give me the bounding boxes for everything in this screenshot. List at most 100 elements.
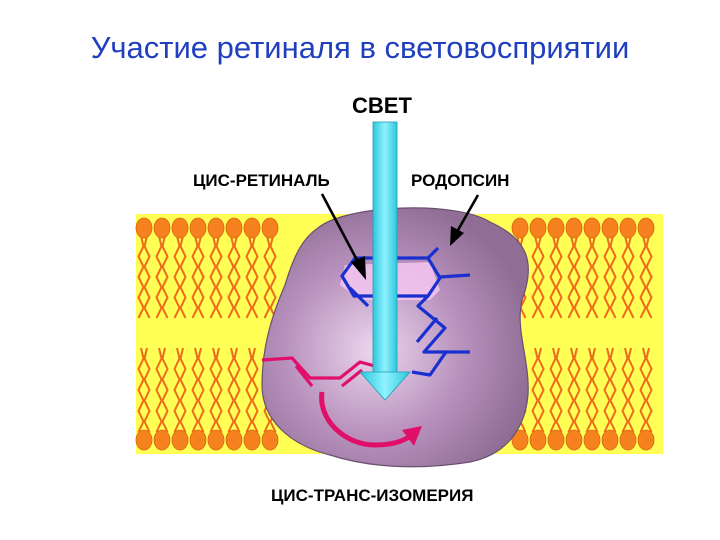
lipid-head [243, 429, 261, 451]
lipid-head [601, 429, 619, 451]
lipid-head [565, 429, 583, 451]
lipid-tail [233, 235, 241, 319]
lipid-head [243, 217, 261, 239]
lipid-tail [531, 235, 539, 319]
lipid-head [189, 429, 207, 451]
lipid-tail [173, 235, 181, 319]
lipid-head [511, 217, 529, 239]
lipid-head [135, 217, 153, 239]
lipid-head [225, 217, 243, 239]
lipid-tail [555, 347, 563, 433]
lipid-tail [197, 347, 205, 433]
lipid-head [583, 429, 601, 451]
lipid-tail [161, 347, 169, 433]
lipid-tail [179, 347, 187, 433]
lipid-tail [555, 235, 563, 319]
lipid-tail [227, 235, 235, 319]
lipid-head [511, 429, 529, 451]
lipid-tail [573, 235, 581, 319]
lipid-tail [567, 347, 575, 433]
lipid-tail [621, 347, 629, 433]
lipid-tail [567, 235, 575, 319]
lipid-head [207, 217, 225, 239]
lipid-tail [627, 347, 635, 433]
isomerization-arrowhead [402, 426, 422, 446]
lipid-tail [585, 235, 593, 319]
lipid-tail [639, 235, 647, 319]
lipid-tail [245, 347, 253, 433]
cis-retinal-pointer [320, 193, 366, 280]
lipid-head [565, 217, 583, 239]
lipid-tail [137, 347, 145, 433]
lipid-tail [191, 235, 199, 319]
lipid-head [637, 217, 655, 239]
cis-retinal-label: ЦИС-РЕТИНАЛЬ [193, 171, 330, 190]
lipid-tail [233, 347, 241, 433]
lipid-tail [573, 347, 581, 433]
lipid-tail [209, 235, 217, 319]
lipid-tail [591, 347, 599, 433]
lipid-head [583, 217, 601, 239]
lipid-head [171, 429, 189, 451]
lipid-tail [263, 235, 271, 319]
lipid-tail [645, 347, 653, 433]
page-title: Участие ретиналя в световосприятии [90, 30, 630, 65]
lipid-head [619, 217, 637, 239]
lipid-head [171, 217, 189, 239]
lipid-head [547, 217, 565, 239]
lipid-head [153, 217, 171, 239]
lipid-tail [591, 235, 599, 319]
lipid-tail [197, 235, 205, 319]
lipid-heads [135, 217, 655, 451]
lipid-tail [251, 235, 259, 319]
lipid-tail [609, 235, 617, 319]
lipid-head [153, 429, 171, 451]
lipid-tail [609, 347, 617, 433]
lipid-head [261, 217, 279, 239]
lipid-head [529, 217, 547, 239]
lipid-tail [137, 235, 145, 319]
lipid-head [261, 429, 279, 451]
light-arrow [359, 121, 411, 401]
lipid-tail [215, 347, 223, 433]
rhodopsin-label: РОДОПСИН [411, 171, 510, 190]
lipid-tail [549, 347, 557, 433]
lipid-head [529, 429, 547, 451]
lipid-tail [269, 235, 277, 319]
lipid-tail [143, 347, 151, 433]
lipid-head [619, 429, 637, 451]
lipid-tail [227, 347, 235, 433]
lipid-tail [251, 347, 259, 433]
isomerization-arrow [319, 391, 414, 448]
rhodopsin-pointer [450, 194, 480, 246]
cis-retinal-molecule [340, 246, 471, 377]
lipid-tail [143, 235, 151, 319]
lipid-head [135, 429, 153, 451]
lipid-tail [603, 347, 611, 433]
lipid-tail [531, 347, 539, 433]
lipid-tail [245, 235, 253, 319]
lipid-tail [585, 347, 593, 433]
lipid-head [207, 429, 225, 451]
lipid-tail [161, 235, 169, 319]
lipid-tail [645, 235, 653, 319]
lipid-tail [537, 235, 545, 319]
lipid-tail [215, 235, 223, 319]
isomerization-label: ЦИС-ТРАНС-ИЗОМЕРИЯ [271, 486, 474, 505]
lipid-tail [209, 347, 217, 433]
lipid-head [189, 217, 207, 239]
lipid-tail [537, 347, 545, 433]
lipid-tail [191, 347, 199, 433]
lipid-tail [155, 347, 163, 433]
lipid-head [225, 429, 243, 451]
light-label: СВЕТ [352, 93, 412, 118]
lipid-head [601, 217, 619, 239]
lipid-tail [603, 235, 611, 319]
lipid-tail [179, 235, 187, 319]
lipid-tail [173, 347, 181, 433]
lipid-tail [639, 347, 647, 433]
lipid-tail [621, 235, 629, 319]
lipid-head [547, 429, 565, 451]
lipid-tail [549, 235, 557, 319]
